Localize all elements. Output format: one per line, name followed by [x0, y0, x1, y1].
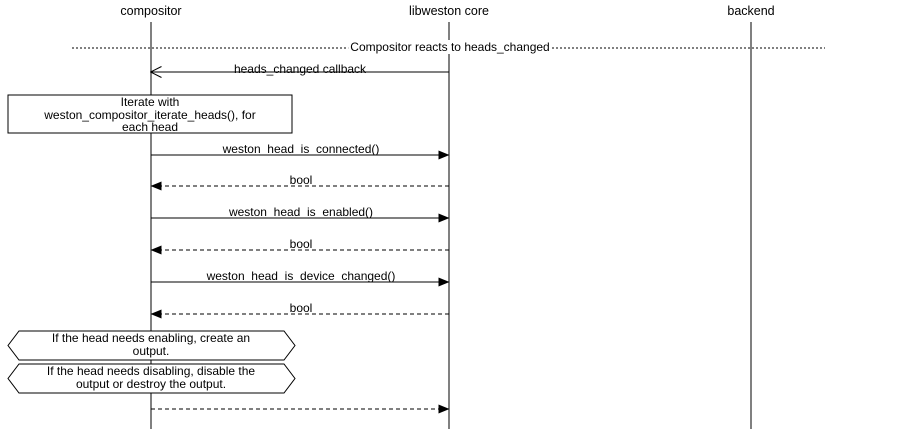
separator-label: Compositor reacts to heads_changed [348, 40, 552, 54]
notes-group [7, 94, 296, 394]
message-label-5: weston_head_is_device_changed() [206, 269, 396, 283]
lifelines-group [150, 22, 752, 429]
note-box-0 [7, 94, 293, 134]
message-label-3: weston_head_is_enabled() [228, 205, 374, 219]
participant-label-compositor: compositor [120, 4, 182, 18]
participant-label-libweston-core: libweston core [409, 4, 489, 18]
note-text-0: Iterate with weston_compositor_iterate_h… [44, 95, 256, 134]
condition-note-1 [7, 330, 296, 361]
participant-label-backend: backend [727, 4, 775, 18]
message-label-1: weston_head_is_connected() [222, 142, 380, 156]
message-label-4: bool [289, 237, 313, 251]
message-label-0: heads_changed callback [233, 62, 367, 76]
messages-group [151, 72, 450, 414]
note-text-1: If the head needs enabling, create an ou… [51, 331, 251, 358]
message-label-6: bool [289, 301, 313, 315]
condition-note-2 [7, 363, 296, 394]
note-text-2: If the head needs disabling, disable the… [46, 364, 256, 391]
message-label-2: bool [289, 173, 313, 187]
